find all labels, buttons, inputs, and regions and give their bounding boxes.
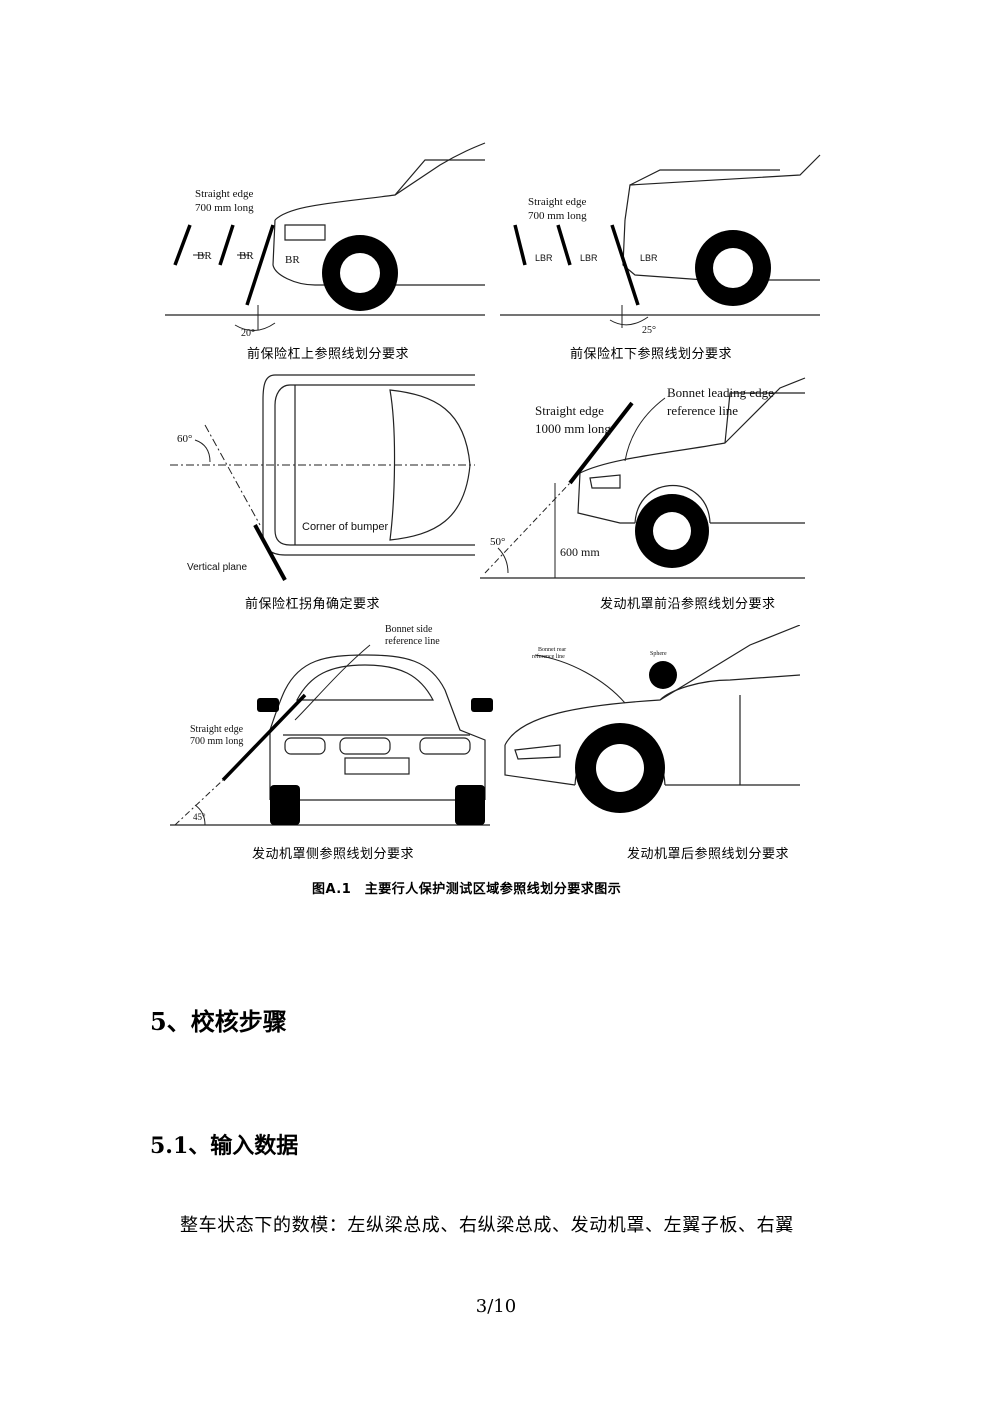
panel-bumper-corner: 60° Corner of bumper Vertical plane [165, 370, 490, 585]
caption-bumper-lower: 前保险杠下参照线划分要求 [570, 347, 733, 362]
label-straight-edge: Straight edge [528, 196, 586, 208]
label-angle: 60° [177, 433, 192, 445]
bonnet-leading-diagram: Straight edge 1000 mm long Bonnet leadin… [480, 377, 806, 579]
page-number: 3/10 [475, 1296, 517, 1317]
panel-bonnet-side-reference: Bonnet side reference line Straight edge… [165, 620, 495, 830]
bonnet-side-diagram: Bonnet side reference line Straight edge… [170, 624, 493, 826]
bumper-corner-diagram: 60° Corner of bumper Vertical plane [170, 374, 475, 581]
panel-bumper-upper-reference: Straight edge 700 mm long BR BR BR 20° [165, 125, 490, 340]
label-vertical-plane: Vertical plane [187, 562, 247, 573]
label-lbr-1: LBR [535, 253, 553, 263]
label-br-3: BR [285, 254, 300, 266]
label-straight-edge: Straight edge [195, 188, 253, 200]
caption-bonnet-rear: 发动机罩后参照线划分要求 [627, 847, 790, 862]
caption-bonnet-side: 发动机罩侧参照线划分要求 [252, 847, 415, 862]
body-paragraph: 整车状态下的数模：左纵梁总成、右纵梁总成、发动机罩、左翼子板、右翼 [180, 1215, 794, 1236]
panel-bonnet-rear-reference: Bonnet rear reference line Sphere [500, 625, 800, 835]
label-lbr-3: LBR [640, 253, 658, 263]
label-straight-edge: Straight edge [535, 403, 604, 418]
label-straight-edge: Straight edge [190, 724, 244, 735]
label-length: 700 mm long [528, 210, 587, 222]
label-length: 700 mm long [195, 202, 254, 214]
label-reference-line: reference line [667, 403, 738, 418]
label-height: 600 mm [560, 545, 600, 559]
bumper-upper-diagram: Straight edge 700 mm long BR BR BR 20° [165, 142, 486, 339]
figure-a1: Straight edge 700 mm long BR BR BR 20° 前… [165, 125, 825, 865]
label-angle: 20° [241, 328, 255, 339]
bonnet-rear-diagram: Bonnet rear reference line Sphere [504, 625, 800, 813]
label-angle: 45° [193, 812, 206, 822]
bumper-lower-diagram: Straight edge 700 mm long LBR LBR LBR 25… [500, 154, 821, 336]
label-angle: 25° [642, 325, 656, 336]
label-length: 1000 mm long [535, 421, 611, 436]
section-heading: 5、校核步骤 [150, 1007, 287, 1036]
label-angle: 50° [490, 536, 505, 548]
label-br-1: BR [197, 250, 212, 262]
label-bonnet-leading: Bonnet leading edge [667, 385, 774, 400]
label-reference-line: reference line [385, 636, 440, 647]
caption-bumper-upper: 前保险杠上参照线划分要求 [247, 347, 410, 362]
panel-bumper-lower-reference: Straight edge 700 mm long LBR LBR LBR 25… [500, 135, 825, 340]
label-corner: Corner of bumper [302, 521, 389, 533]
caption-bumper-corner: 前保险杠拐角确定要求 [245, 597, 381, 612]
label-length: 700 mm long [190, 736, 243, 747]
label-sphere: Sphere [650, 651, 667, 657]
panel-bonnet-leading-edge: Straight edge 1000 mm long Bonnet leadin… [480, 373, 810, 583]
caption-bonnet-leading: 发动机罩前沿参照线划分要求 [600, 597, 776, 612]
label-bonnet-side: Bonnet side [385, 624, 433, 635]
label-br-2: BR [239, 250, 254, 262]
subsection-heading: 5.1、输入数据 [150, 1133, 299, 1159]
figure-title: 图A.1 主要行人保护测试区域参照线划分要求图示 [312, 882, 622, 897]
label-bonnet-rear: Bonnet rear [538, 647, 566, 653]
label-lbr-2: LBR [580, 253, 598, 263]
label-reference-line: reference line [532, 653, 565, 660]
